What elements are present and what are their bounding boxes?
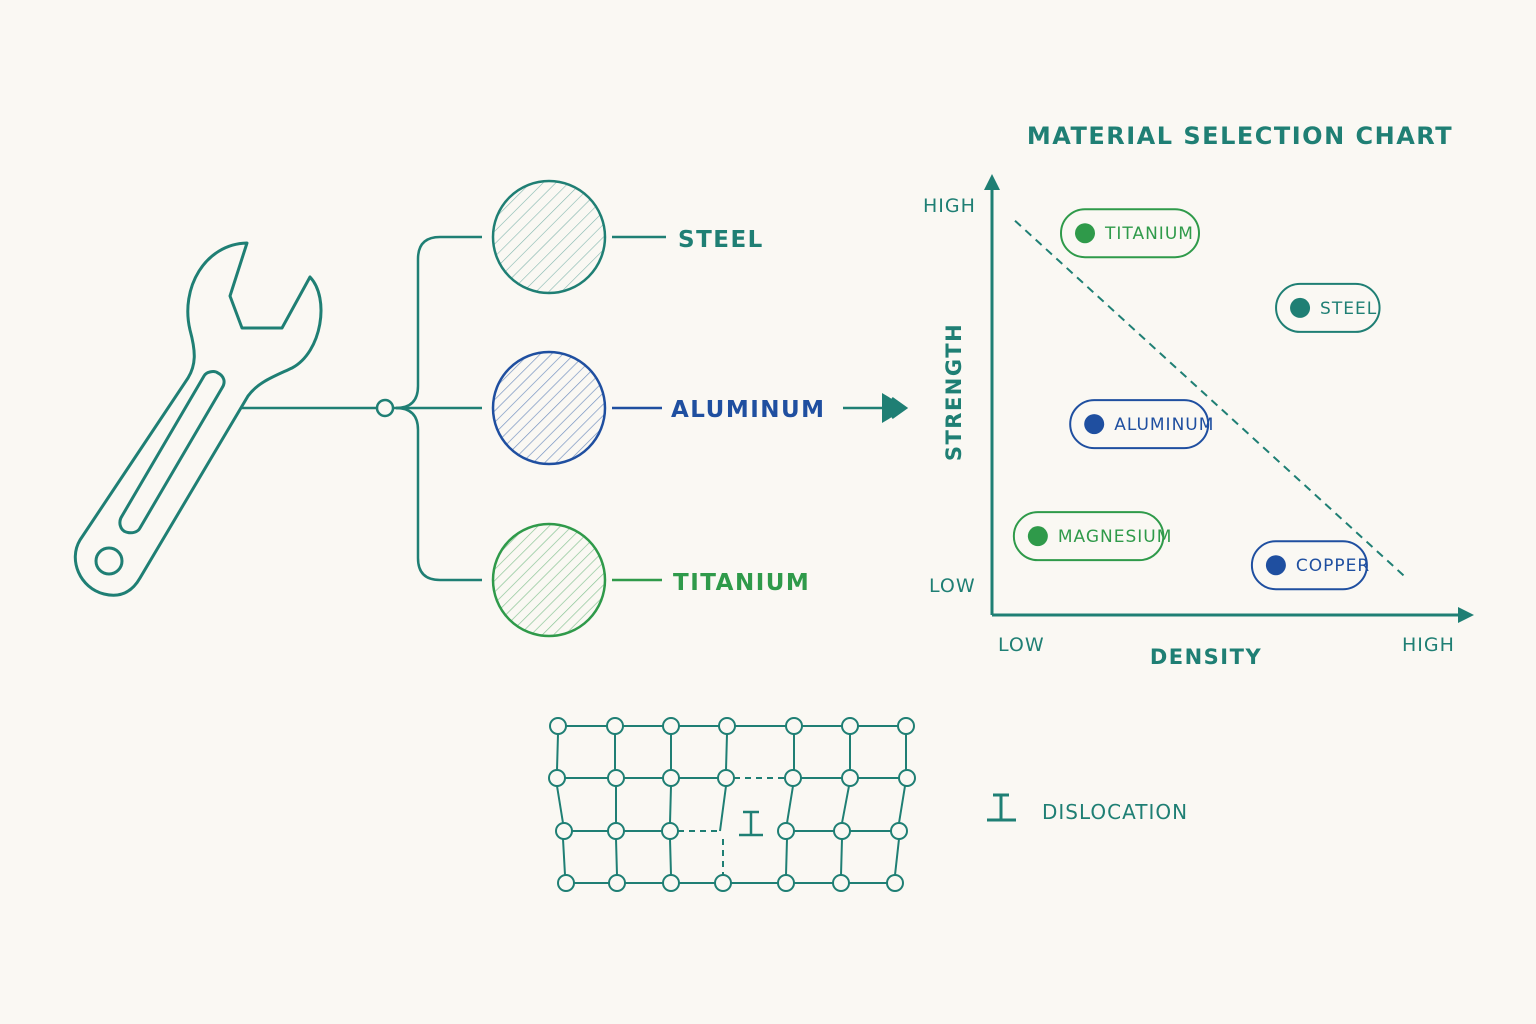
y-tick-low: LOW	[929, 575, 976, 597]
material-selection-chart: MATERIAL SELECTION CHART HIGH LOW STRENG…	[923, 122, 1474, 669]
point-marker	[1075, 223, 1095, 244]
lattice-atom	[661, 822, 679, 840]
lattice-atom	[607, 769, 625, 787]
lattice-atom	[785, 717, 803, 735]
lattice-atom	[833, 822, 851, 840]
point-pill	[1060, 208, 1200, 259]
lattice-atom	[832, 874, 850, 892]
lattice-atom	[898, 769, 916, 787]
dislocation-symbol-icon	[987, 793, 1016, 822]
point-marker	[1265, 555, 1286, 576]
dislocation-core-icon	[739, 810, 763, 837]
lattice-atom	[557, 874, 575, 892]
point-label: MAGNESIUM	[1058, 527, 1173, 547]
lattice-atom	[662, 769, 680, 787]
lattice-atom	[886, 874, 904, 892]
point-label: TITANIUM	[1104, 224, 1194, 244]
point-pill	[1069, 399, 1210, 450]
chart-title: MATERIAL SELECTION CHART	[1027, 122, 1453, 150]
dislocation-label: DISLOCATION	[1042, 800, 1188, 824]
lattice-atom	[549, 717, 567, 735]
dislocation-legend: DISLOCATION	[987, 793, 1188, 824]
chart-point-steel: STEEL	[1275, 282, 1381, 333]
x-axis-arrow	[1458, 607, 1474, 623]
y-axis-title: STRENGTH	[942, 323, 966, 461]
chart-point-titanium: TITANIUM	[1060, 208, 1200, 259]
lattice-atom	[841, 769, 859, 787]
lattice-atom	[777, 822, 795, 840]
lattice-atom	[718, 717, 736, 735]
chart-point-magnesium: MAGNESIUM	[1012, 511, 1173, 562]
point-marker	[1084, 414, 1105, 435]
lattice-atom	[714, 874, 732, 892]
point-marker	[1290, 297, 1311, 318]
lattice-atom	[662, 874, 680, 892]
x-tick-low: LOW	[998, 634, 1045, 656]
material-aluminum: ALUMINUM	[491, 350, 826, 466]
x-axis-title: DENSITY	[1150, 645, 1262, 669]
lattice-atom	[555, 822, 573, 840]
x-tick-high: HIGH	[1402, 634, 1455, 656]
wrench-icon	[73, 241, 323, 597]
y-tick-high: HIGH	[923, 195, 976, 217]
crystal-lattice	[548, 717, 916, 892]
lattice-atom	[890, 822, 908, 840]
point-label: ALUMINUM	[1114, 415, 1214, 435]
point-marker	[1027, 526, 1048, 547]
trend-line	[1014, 220, 1407, 579]
chart-point-aluminum: ALUMINUM	[1069, 399, 1214, 450]
lattice-atom	[897, 717, 915, 735]
y-axis-arrow	[984, 174, 1000, 190]
material-steel: STEEL	[491, 179, 764, 295]
lattice-atom	[841, 717, 859, 735]
material-label-aluminum: ALUMINUM	[671, 397, 826, 423]
arrow-right-head	[891, 396, 909, 420]
point-pill	[1275, 282, 1381, 333]
point-label: COPPER	[1296, 556, 1370, 576]
aluminum-sample-icon	[491, 350, 607, 466]
chart-point-copper: COPPER	[1250, 540, 1370, 591]
titanium-sample-icon	[491, 522, 607, 638]
lattice-atom	[784, 769, 802, 787]
point-label: STEEL	[1320, 299, 1377, 319]
lattice-atom	[717, 769, 735, 787]
chart-points: TITANIUM STEEL ALUMINUM MAGNESIUM COPPER	[1012, 208, 1381, 591]
lattice-atom	[606, 717, 624, 735]
material-label-steel: STEEL	[678, 227, 764, 253]
lattice-atom	[777, 874, 795, 892]
lattice-atom	[608, 874, 626, 892]
branch-connector	[240, 235, 666, 582]
material-titanium: TITANIUM	[491, 522, 810, 638]
point-pill	[1012, 511, 1165, 562]
lattice-atom	[548, 769, 566, 787]
lattice-atom	[607, 822, 625, 840]
lattice-atom	[662, 717, 680, 735]
point-pill	[1250, 540, 1368, 591]
steel-sample-icon	[491, 179, 607, 295]
material-label-titanium: TITANIUM	[673, 570, 810, 596]
